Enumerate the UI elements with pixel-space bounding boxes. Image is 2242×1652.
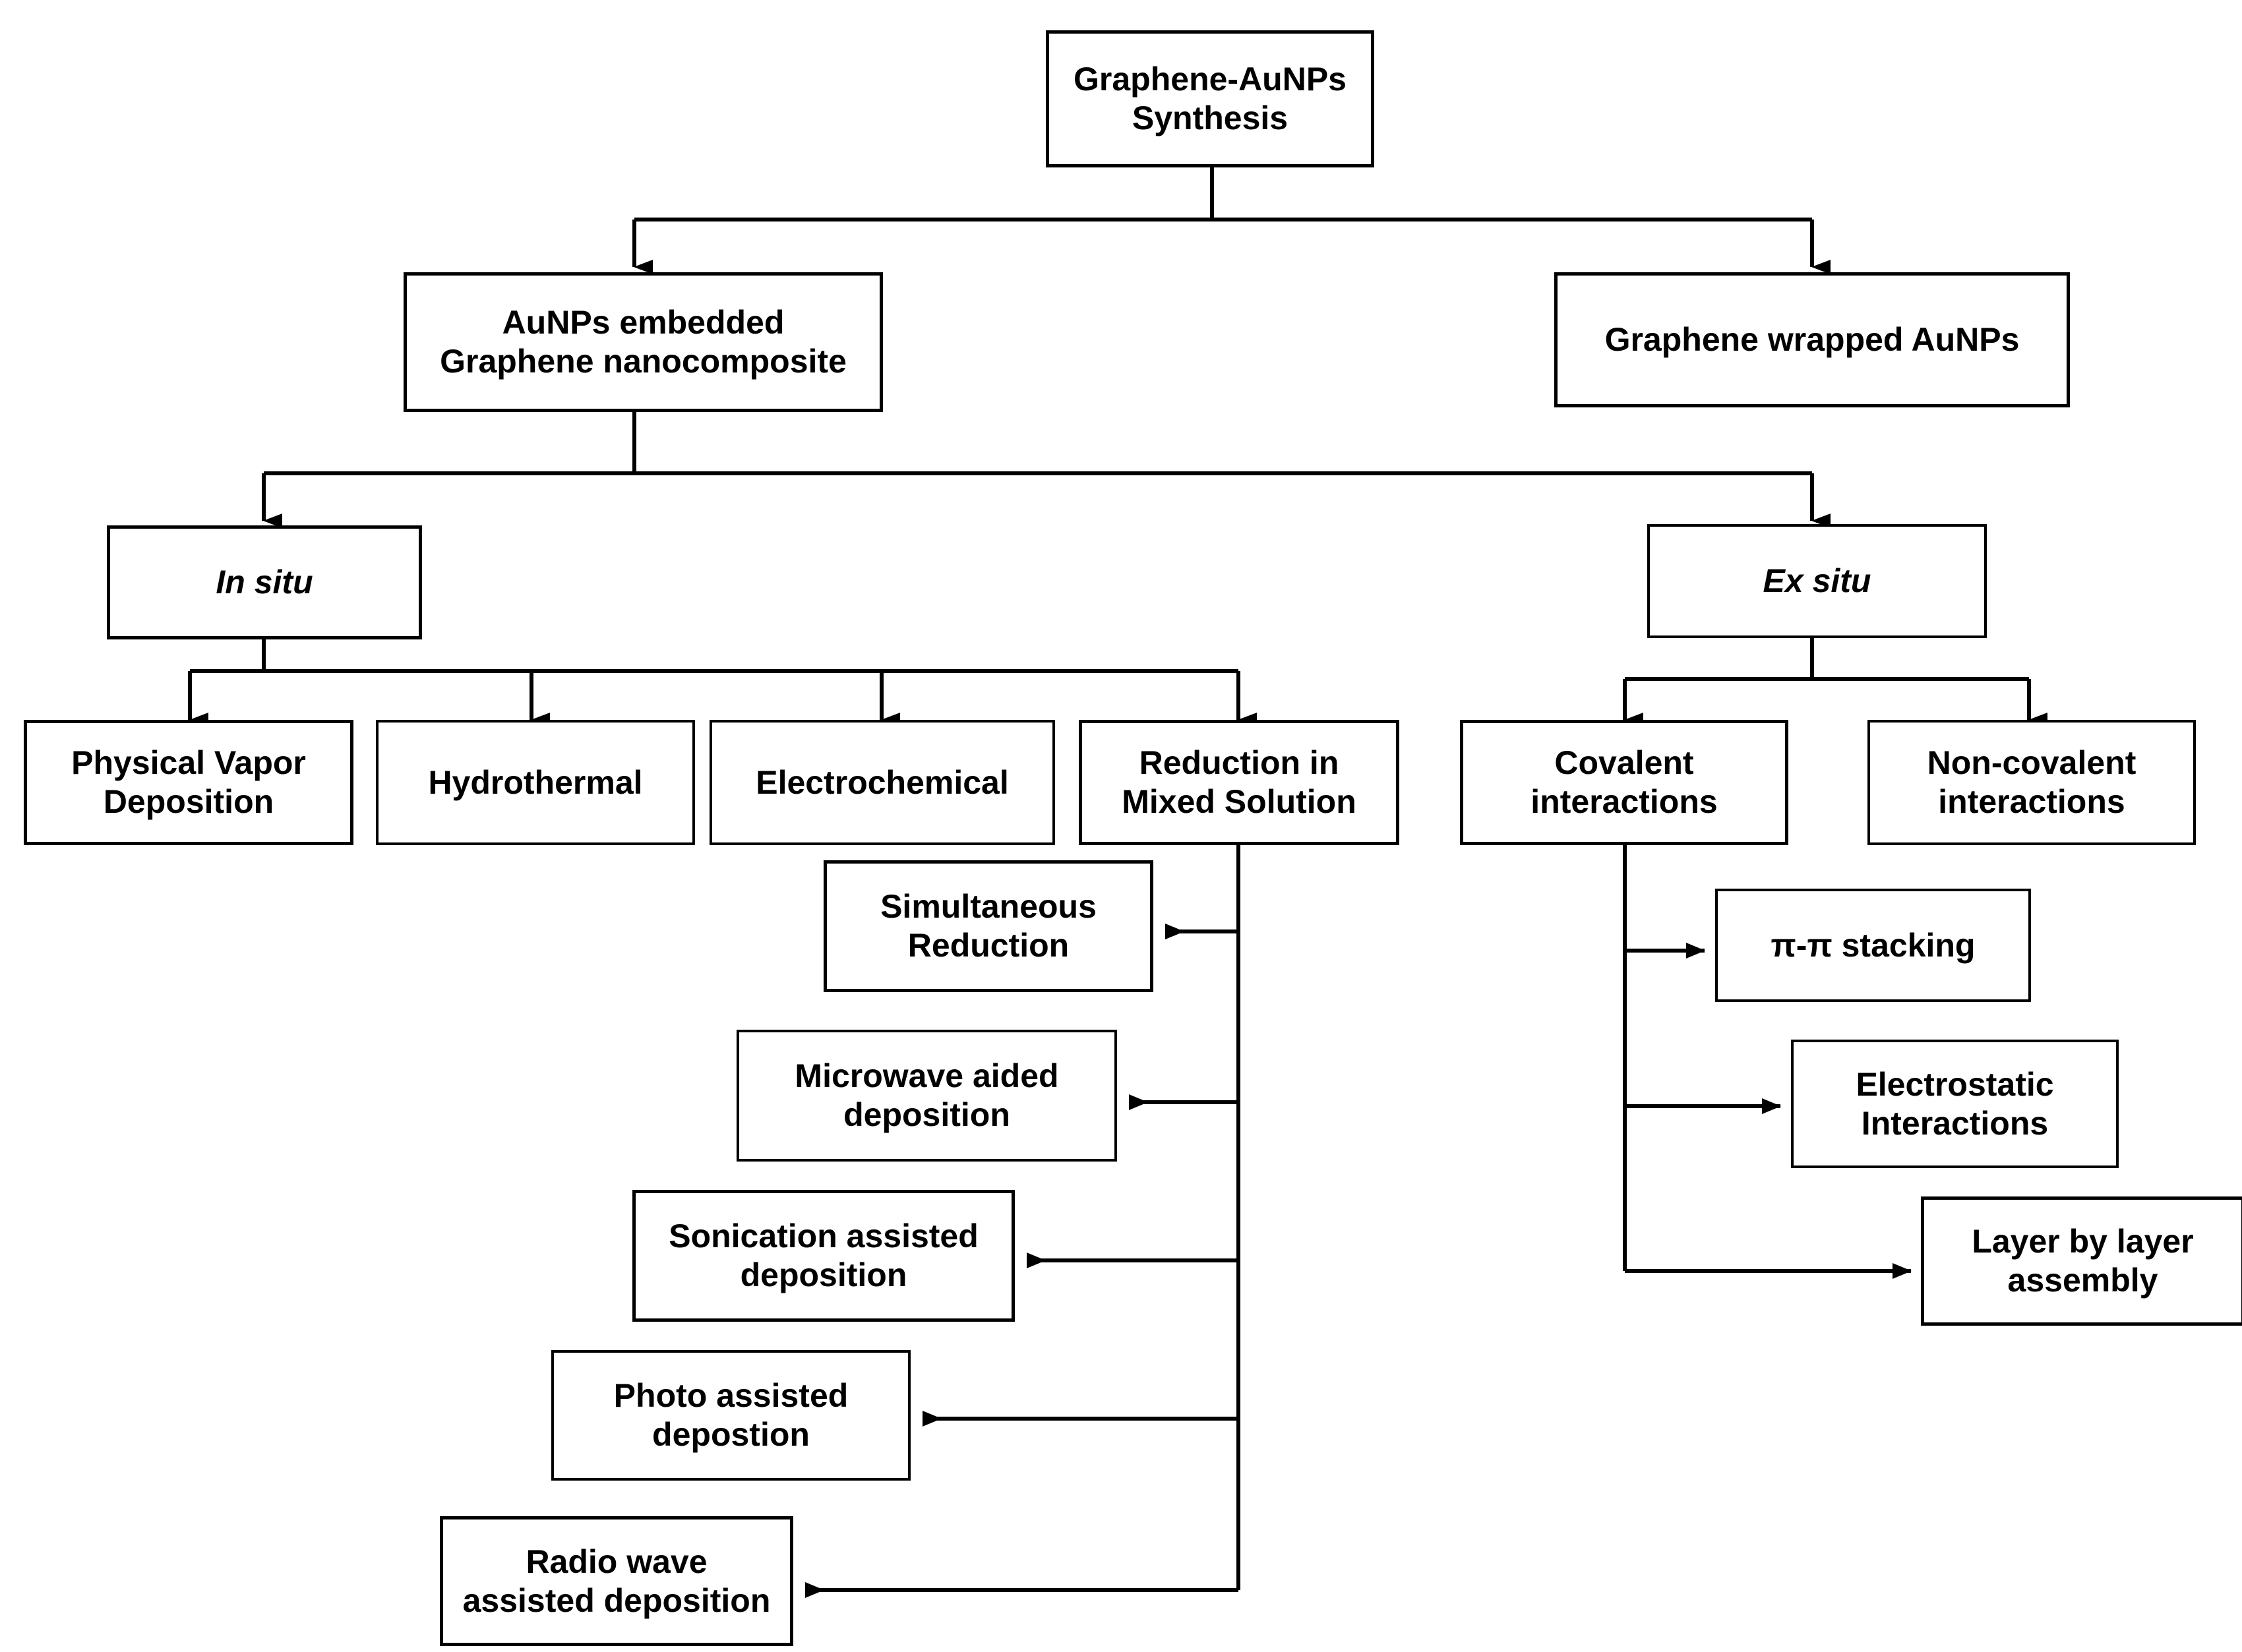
node-layer-label: Layer by layer assembly (1972, 1223, 2194, 1299)
node-covalent-label: Covalent interactions (1530, 744, 1718, 820)
node-simultaneous-label: Simultaneous Reduction (880, 888, 1097, 964)
node-in-situ-label: In situ (216, 564, 313, 601)
node-pvd-label: Physical Vapor Deposition (71, 744, 306, 820)
node-sonication-label: Sonication assisted deposition (669, 1218, 979, 1293)
node-non-covalent-interactions[interactable]: Non-covalent interactions (1867, 720, 2196, 845)
node-hydrothermal[interactable]: Hydrothermal (376, 720, 695, 845)
node-photo-label: Photo assisted depostion (613, 1377, 849, 1453)
node-graphene-wrapped-aunps[interactable]: Graphene wrapped AuNPs (1554, 272, 2070, 407)
node-microwave-label: Microwave aided deposition (795, 1057, 1059, 1133)
node-root[interactable]: Graphene-AuNPs Synthesis (1046, 30, 1374, 167)
node-ex-situ-label: Ex situ (1763, 562, 1871, 599)
node-reduction-in-mixed-solution[interactable]: Reduction in Mixed Solution (1079, 720, 1399, 845)
node-layer-by-layer-assembly[interactable]: Layer by layer assembly (1921, 1196, 2242, 1326)
node-noncovalent-label: Non-covalent interactions (1927, 744, 2136, 820)
node-covalent-interactions[interactable]: Covalent interactions (1460, 720, 1788, 845)
node-radio-label: Radio wave assisted deposition (462, 1543, 771, 1619)
node-sonication-assisted-deposition[interactable]: Sonication assisted deposition (632, 1190, 1015, 1322)
node-electrochemical-label: Electrochemical (756, 763, 1009, 801)
node-electrostatic-interactions[interactable]: Electrostatic Interactions (1791, 1040, 2119, 1168)
node-pi-pi-stacking[interactable]: π-π stacking (1715, 889, 2031, 1002)
node-simultaneous-reduction[interactable]: Simultaneous Reduction (824, 860, 1153, 992)
node-physical-vapor-deposition[interactable]: Physical Vapor Deposition (24, 720, 353, 845)
node-in-situ[interactable]: In situ (107, 525, 422, 639)
node-aunps-embedded-graphene-nanocomposite[interactable]: AuNPs embedded Graphene nanocomposite (404, 272, 883, 412)
node-electrochemical[interactable]: Electrochemical (710, 720, 1055, 845)
node-ex-situ[interactable]: Ex situ (1647, 524, 1987, 638)
node-wrapped-label: Graphene wrapped AuNPs (1604, 321, 2020, 358)
node-reduction-label: Reduction in Mixed Solution (1122, 744, 1356, 820)
node-photo-assisted-depostion[interactable]: Photo assisted depostion (551, 1350, 911, 1481)
node-electrostatic-label: Electrostatic Interactions (1856, 1065, 2054, 1142)
node-radio-wave-assisted-deposition[interactable]: Radio wave assisted deposition (440, 1516, 793, 1646)
node-microwave-aided-deposition[interactable]: Microwave aided deposition (737, 1030, 1117, 1162)
node-root-label: Graphene-AuNPs Synthesis (1074, 61, 1347, 136)
node-pi-stacking-label: π-π stacking (1771, 926, 1976, 964)
node-embedded-label: AuNPs embedded Graphene nanocomposite (440, 304, 847, 380)
node-hydrothermal-label: Hydrothermal (428, 763, 643, 801)
